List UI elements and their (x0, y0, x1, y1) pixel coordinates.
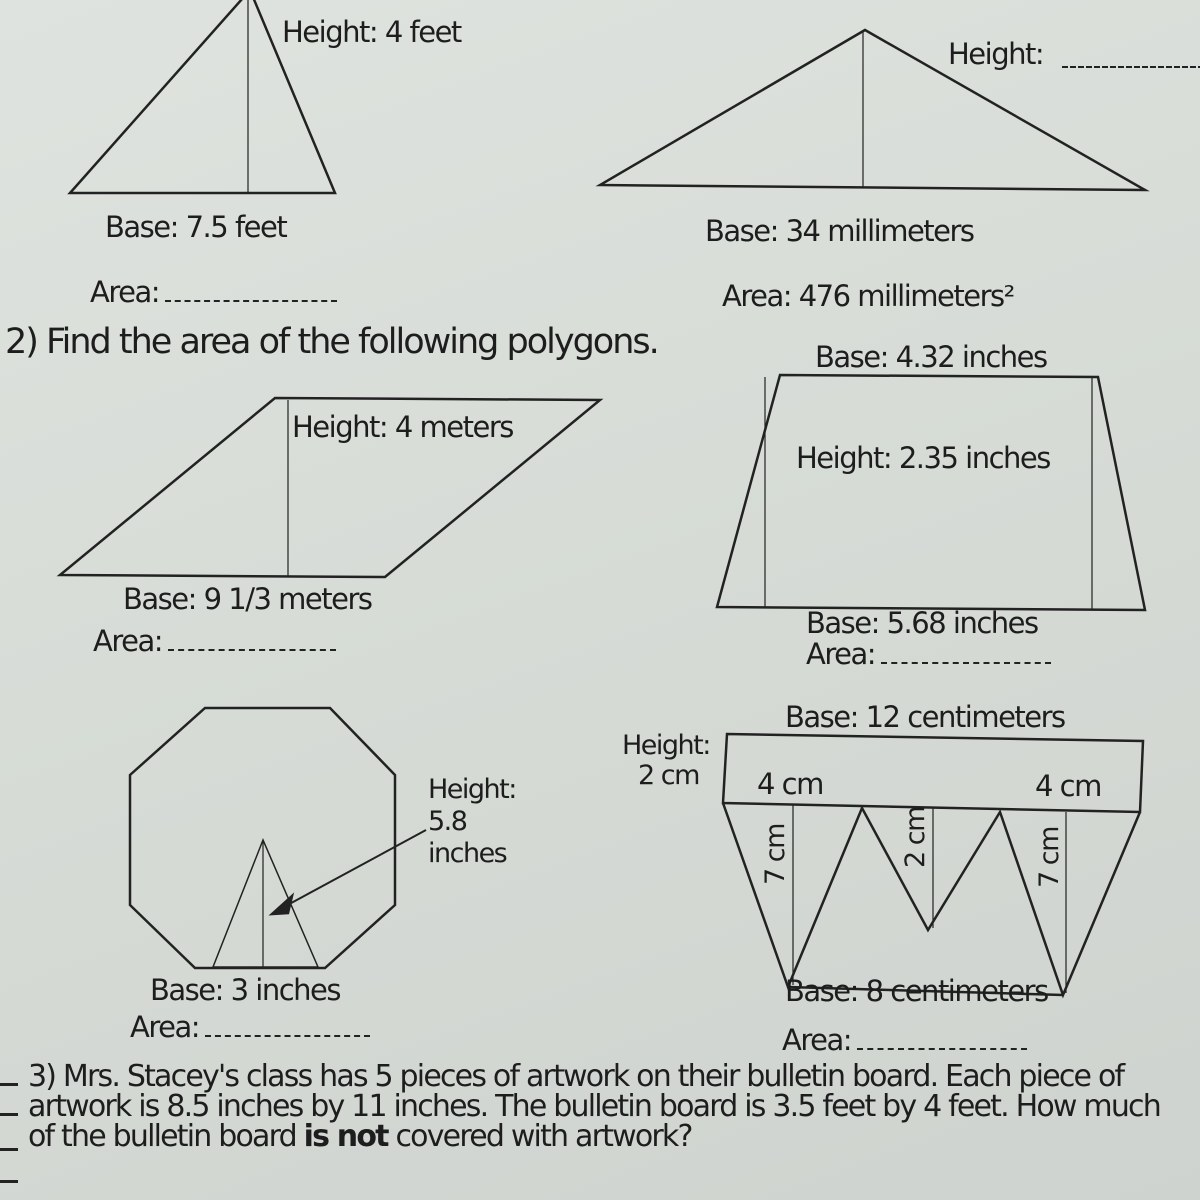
banner-left-height-label: 7 cm (760, 824, 791, 885)
margin-tick (0, 1113, 18, 1116)
banner-area: Area: (782, 1023, 1028, 1057)
triangle-b-base: Base: 34 millimeters (705, 214, 975, 248)
octagon-base: Base: 3 inches (150, 973, 342, 1007)
word-problem-text-end: covered with artwork? (387, 1119, 693, 1154)
area-label: Area: (806, 637, 877, 671)
margin-tick (0, 1180, 18, 1183)
triangle-b-height: Height: (948, 37, 1045, 71)
margin-tick (0, 1083, 18, 1086)
triangle-a-height: Height: 4 feet (282, 15, 462, 49)
area-label: Area: (782, 1023, 853, 1057)
parallelogram-base: Base: 9 1/3 meters (123, 582, 373, 616)
area-label: Area: (93, 624, 164, 658)
word-problem: 3) Mrs. Stacey's class has 5 pieces of a… (28, 1062, 1188, 1152)
section-heading: 2) Find the area of the following polygo… (5, 322, 660, 362)
triangle-a (67, 0, 337, 195)
word-problem-emphasis: is not (303, 1119, 390, 1154)
area-answer-blank[interactable] (205, 1031, 371, 1037)
area-label: Area: (90, 275, 161, 309)
banner-bottom (787, 985, 1064, 997)
trapezoid-height: Height: 2.35 inches (796, 441, 1051, 475)
triangle-a-area: Area: (90, 275, 338, 309)
arrow-line (281, 829, 427, 909)
trapezoid (715, 373, 1147, 612)
banner-left-width: 4 cm (757, 767, 824, 801)
area-answer-blank[interactable] (168, 645, 337, 651)
octagon-height-2: 5.8 (428, 806, 468, 837)
triangle-b-area: Area: 476 millimeters² (722, 279, 1015, 313)
banner-height-2: 2 cm (638, 760, 700, 791)
banner-right-height-label: 7 cm (1034, 827, 1065, 888)
octagon-area: Area: (130, 1010, 371, 1044)
margin-tick (0, 1148, 18, 1151)
banner-right-width: 4 cm (1035, 769, 1102, 803)
parallelogram (56, 396, 604, 579)
area-answer-blank[interactable] (881, 658, 1052, 664)
banner-top-base: Base: 12 centimeters (785, 700, 1066, 734)
banner-bottom-base: Base: 8 centimeters (785, 974, 1049, 1008)
octagon-triangle (211, 838, 320, 968)
arrow-head-icon (268, 892, 295, 916)
trapezoid-top-base: Base: 4.32 inches (815, 340, 1048, 374)
trapezoid-bottom-base: Base: 5.68 inches (806, 606, 1039, 640)
parallelogram-height: Height: 4 meters (292, 410, 514, 444)
octagon-height-3: inches (428, 838, 508, 869)
area-answer-blank[interactable] (857, 1044, 1028, 1050)
trapezoid-area: Area: (806, 637, 1052, 671)
area-answer-blank[interactable] (165, 296, 338, 302)
triangle-a-base: Base: 7.5 feet (105, 210, 288, 244)
banner-middle-height-label: 2 cm (900, 807, 931, 868)
area-label: Area: (130, 1010, 201, 1044)
octagon-height-1: Height: (428, 774, 517, 805)
triangle-b (595, 28, 1150, 192)
banner-height-1: Height: (622, 730, 711, 761)
parallelogram-area: Area: (93, 624, 337, 658)
word-problem-text: 3) Mrs. Stacey's class has 5 pieces of a… (28, 1059, 1162, 1154)
octagon (128, 706, 397, 970)
